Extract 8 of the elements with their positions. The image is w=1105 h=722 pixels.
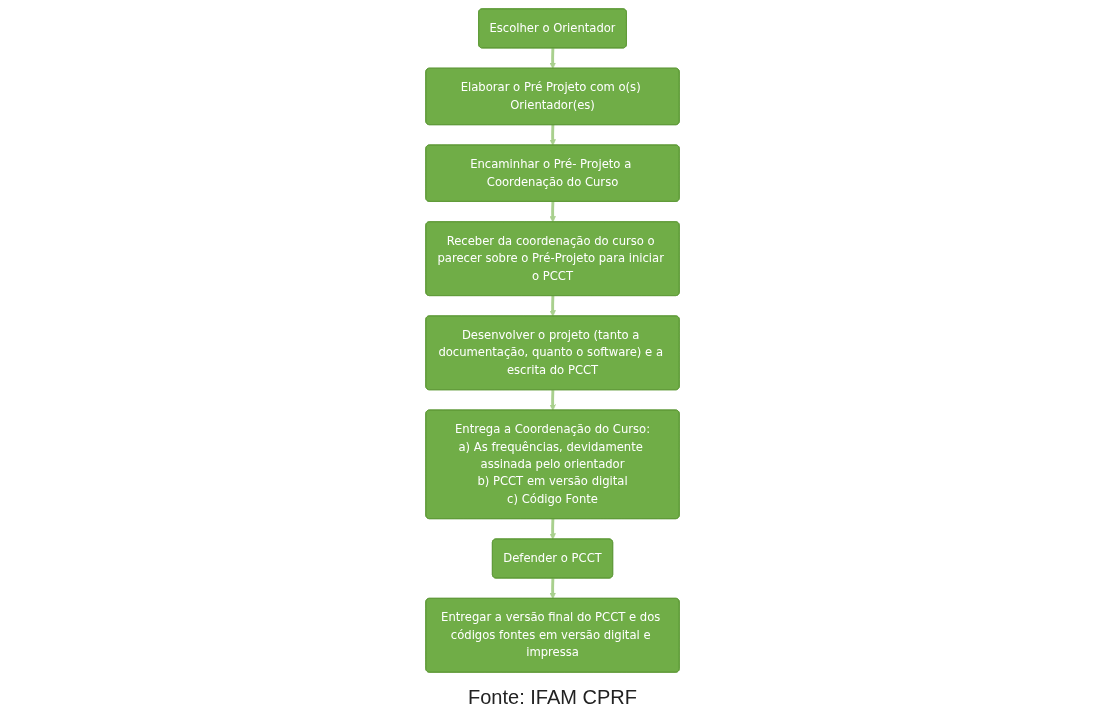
arrow bbox=[549, 295, 556, 317]
arrow bbox=[549, 389, 556, 411]
arrow bbox=[549, 201, 556, 222]
arrow bbox=[549, 124, 556, 146]
arrow bbox=[549, 47, 556, 69]
source-caption: Fonte: IFAM CPRF bbox=[468, 686, 637, 709]
arrow bbox=[549, 518, 556, 540]
arrow bbox=[549, 577, 556, 599]
